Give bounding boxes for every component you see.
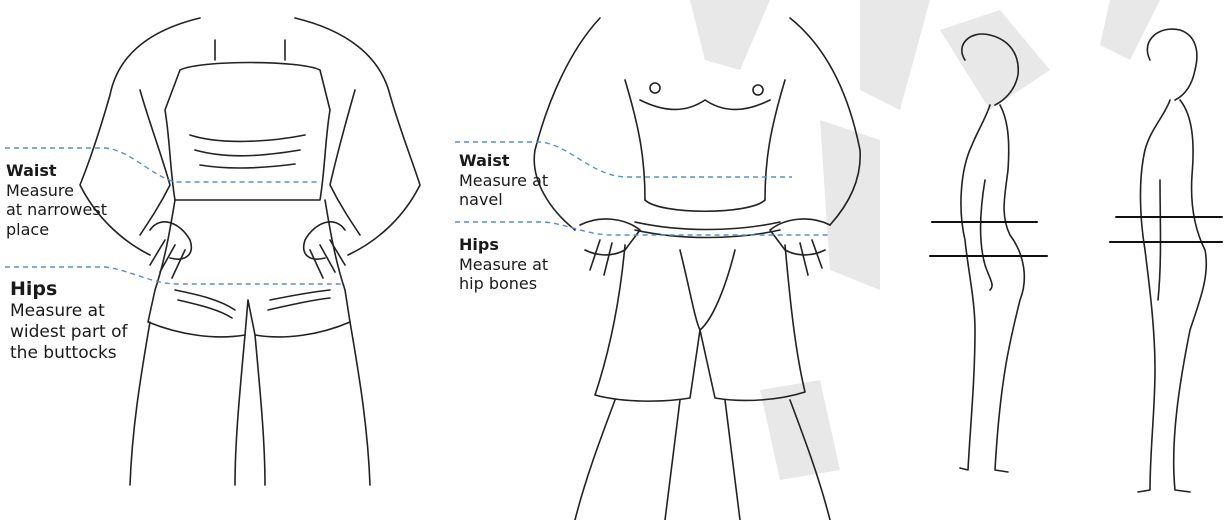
- man-waist-text: Measure at navel: [459, 171, 548, 210]
- woman-front-figure: [80, 18, 420, 485]
- woman-waist-text: Measure at narrowest place: [6, 181, 107, 240]
- man-waist-label: Waist Measure at navel: [459, 151, 548, 210]
- man-side-figure: [1138, 29, 1206, 492]
- man-hips-text: Measure at hip bones: [459, 255, 548, 294]
- watermark-chevrons: [690, 0, 1160, 480]
- man-hips-label: Hips Measure at hip bones: [459, 235, 548, 294]
- woman-waist-title: Waist: [6, 161, 107, 181]
- man-hips-title: Hips: [459, 235, 548, 255]
- guide-lines: [5, 142, 830, 284]
- woman-hips-title: Hips: [10, 278, 127, 301]
- woman-hips-text: Measure at widest part of the buttocks: [10, 301, 127, 363]
- side-measure-lines: [930, 217, 1222, 256]
- woman-waist-label: Waist Measure at narrowest place: [6, 161, 107, 239]
- woman-hips-label: Hips Measure at widest part of the butto…: [10, 278, 127, 363]
- man-waist-title: Waist: [459, 151, 548, 171]
